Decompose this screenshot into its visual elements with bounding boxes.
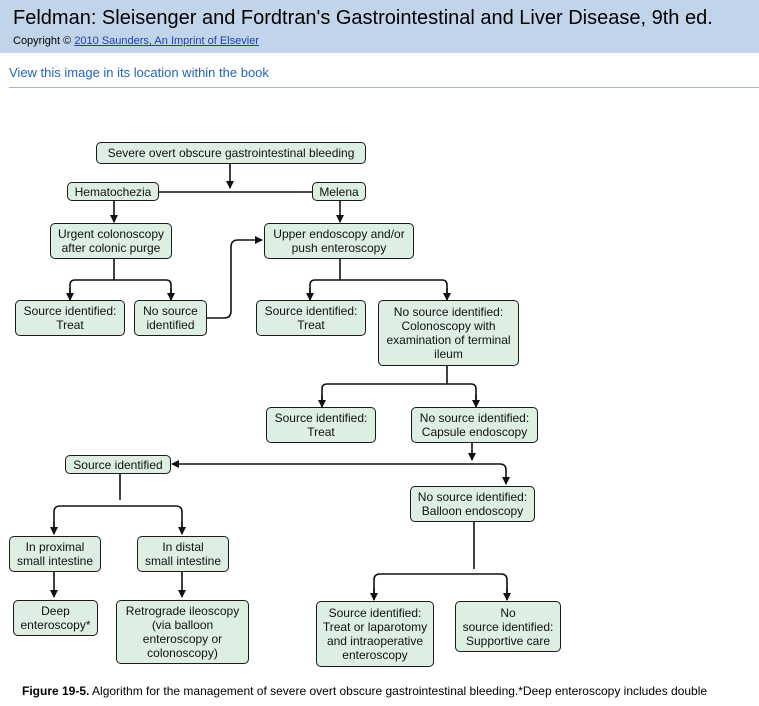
book-title: Feldman: Sleisenger and Fordtran's Gastr… (13, 7, 713, 29)
node-no-source-supportive: No source identified: Supportive care (455, 601, 561, 652)
node-upper-endoscopy: Upper endoscopy and/or push enteroscopy (264, 223, 414, 259)
divider (9, 87, 759, 88)
node-hematochezia: Hematochezia (67, 182, 159, 201)
node-source-treat-2: Source identified: Treat (256, 300, 366, 336)
node-source-treat-laparotomy: Source identified: Treat or laparotomy a… (316, 601, 434, 667)
node-source-treat-3: Source identified: Treat (266, 407, 376, 443)
copyright-prefix: Copyright © (13, 35, 72, 47)
figure-caption-text: Algorithm for the management of severe o… (92, 684, 708, 698)
node-source-treat-1: Source identified: Treat (15, 300, 125, 336)
node-melena: Melena (312, 182, 366, 201)
node-no-source-colonoscopy: No source identified: Colonoscopy with e… (378, 300, 519, 366)
copyright-line: Copyright © 2010 Saunders, An Imprint of… (13, 35, 259, 47)
connector-source-split (53, 472, 183, 532)
node-no-source-capsule: No source identified: Capsule endoscopy (411, 407, 538, 443)
header-bar: Feldman: Sleisenger and Fordtran's Gastr… (0, 0, 759, 53)
node-no-source-1: No source identified (134, 300, 207, 336)
connector-nosource-upper (207, 236, 263, 319)
publisher-link[interactable]: 2010 Saunders, An Imprint of Elsevier (74, 35, 259, 47)
node-root: Severe overt obscure gastrointestinal bl… (96, 142, 366, 164)
connector-colonoscopy-split (69, 258, 172, 298)
view-in-book-link[interactable]: View this image in its location within t… (9, 65, 269, 80)
node-proximal: In proximal small intestine (9, 536, 101, 572)
figure-caption: Figure 19-5. Algorithm for the managemen… (22, 684, 707, 698)
node-no-source-balloon: No source identified: Balloon endoscopy (410, 486, 535, 522)
connector-balloon-split (373, 521, 508, 598)
node-retrograde: Retrograde ileoscopy (via balloon entero… (116, 600, 249, 664)
connector-colonoscopy-terminal-split (321, 366, 477, 404)
node-deep-enteroscopy: Deep enteroscopy* (13, 600, 98, 636)
node-urgent-colonoscopy: Urgent colonoscopy after colonic purge (50, 223, 172, 259)
node-source-identified: Source identified (65, 455, 171, 474)
node-distal: In distal small intestine (137, 536, 229, 572)
figure-label: Figure 19-5. (22, 684, 90, 698)
connector-upper-split (309, 258, 448, 298)
